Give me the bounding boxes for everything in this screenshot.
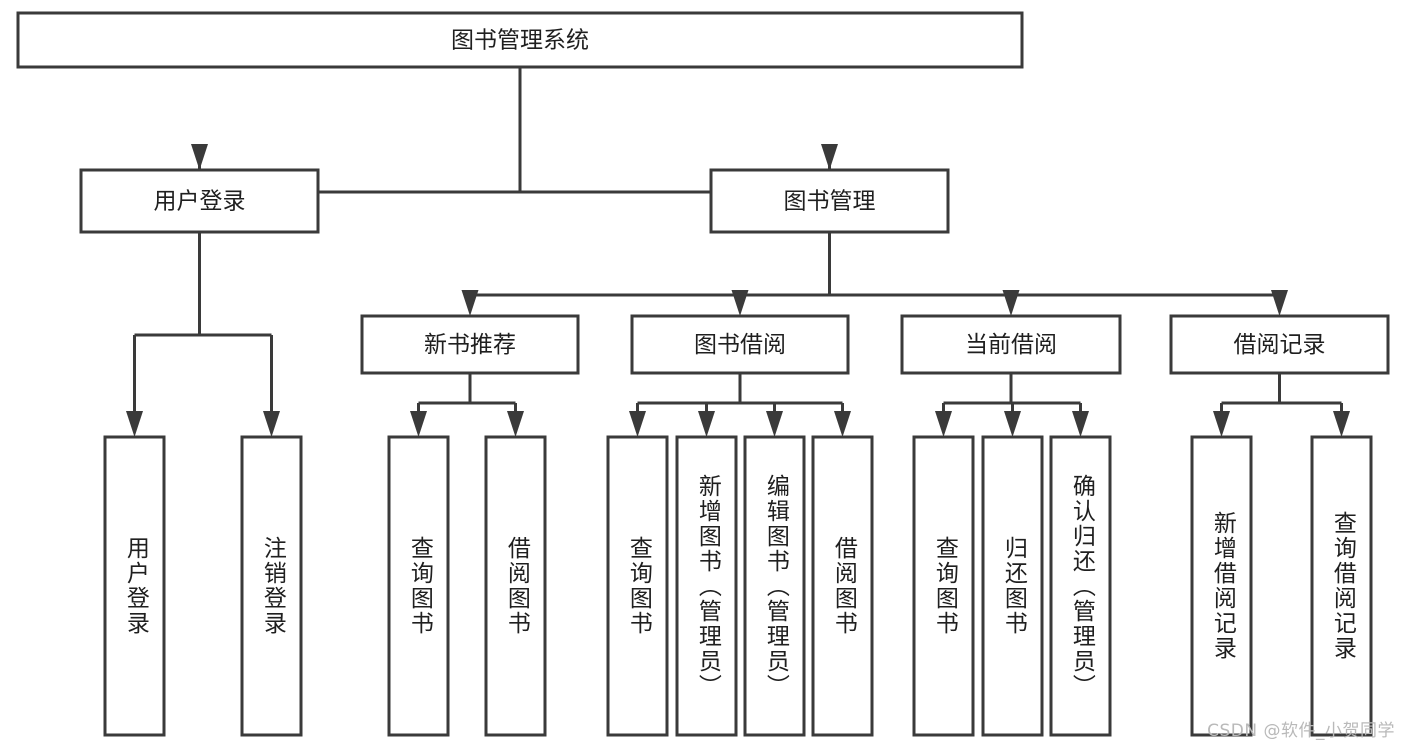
node-box-leaf-borrow-book[interactable] — [811, 435, 874, 737]
node-label-book-manage: 图书管理 — [784, 189, 876, 215]
arrow-head — [1072, 411, 1089, 437]
arrow-head — [821, 144, 838, 170]
node-box-leaf-logout[interactable] — [240, 435, 303, 737]
edge-group-borrow-record — [1213, 373, 1350, 437]
node-box-root[interactable] — [16, 11, 1024, 69]
arrow-head — [834, 411, 851, 437]
arrow-head — [410, 411, 427, 437]
node-label-user-login: 用户登录 — [154, 189, 246, 215]
node-box-leaf-return-book[interactable] — [981, 435, 1044, 737]
node-label-borrow-record: 借阅记录 — [1234, 332, 1326, 358]
node-box-new-book-rec[interactable] — [360, 314, 580, 375]
edge-group-user-login — [126, 232, 280, 437]
edge-group-new-book-rec — [410, 373, 524, 437]
arrow-head — [1002, 290, 1020, 316]
arrow-head — [731, 290, 749, 316]
watermark-text: CSDN @软件_小贺同学 — [1207, 721, 1395, 741]
arrow-head — [1213, 411, 1230, 437]
edge-group-book-manage — [461, 232, 1288, 316]
node-label-current-borrow: 当前借阅 — [965, 332, 1057, 358]
edge-group-current-borrow — [935, 373, 1089, 437]
node-box-book-manage[interactable] — [709, 168, 950, 234]
arrow-head — [191, 144, 208, 170]
arrow-head — [461, 290, 479, 316]
arrow-head — [263, 411, 280, 437]
node-box-current-borrow[interactable] — [900, 314, 1122, 375]
arrow-head — [1004, 411, 1021, 437]
arrow-head — [766, 411, 783, 437]
node-box-leaf-rec-borrow-book[interactable] — [484, 435, 547, 737]
arrow-head — [126, 411, 143, 437]
node-box-leaf-user-login[interactable] — [103, 435, 166, 737]
arrow-head — [698, 411, 715, 437]
node-box-leaf-add-borrow-record[interactable] — [1190, 435, 1253, 737]
node-label-book-borrow: 图书借阅 — [694, 332, 786, 358]
node-box-leaf-edit-book-admin[interactable] — [743, 435, 806, 737]
node-box-leaf-borrow-query-book[interactable] — [606, 435, 669, 737]
arrow-head — [507, 411, 524, 437]
node-label-root: 图书管理系统 — [451, 28, 589, 54]
node-box-borrow-record[interactable] — [1169, 314, 1390, 375]
node-box-layer — [16, 11, 1390, 737]
node-box-leaf-confirm-return-admin[interactable] — [1049, 435, 1112, 737]
node-box-leaf-add-book-admin[interactable] — [675, 435, 738, 737]
node-box-book-borrow[interactable] — [630, 314, 850, 375]
node-label-new-book-rec: 新书推荐 — [424, 332, 516, 358]
node-box-user-login[interactable] — [79, 168, 320, 234]
arrow-head — [629, 411, 646, 437]
node-box-leaf-cur-query-book[interactable] — [912, 435, 975, 737]
arrow-head — [1271, 290, 1288, 316]
edge-group-book-borrow — [629, 373, 851, 437]
node-box-leaf-query-borrow-record[interactable] — [1310, 435, 1373, 737]
arrow-head — [935, 411, 952, 437]
connector-layer — [126, 67, 1350, 437]
node-box-leaf-rec-query-book[interactable] — [387, 435, 450, 737]
arrow-head — [1333, 411, 1350, 437]
